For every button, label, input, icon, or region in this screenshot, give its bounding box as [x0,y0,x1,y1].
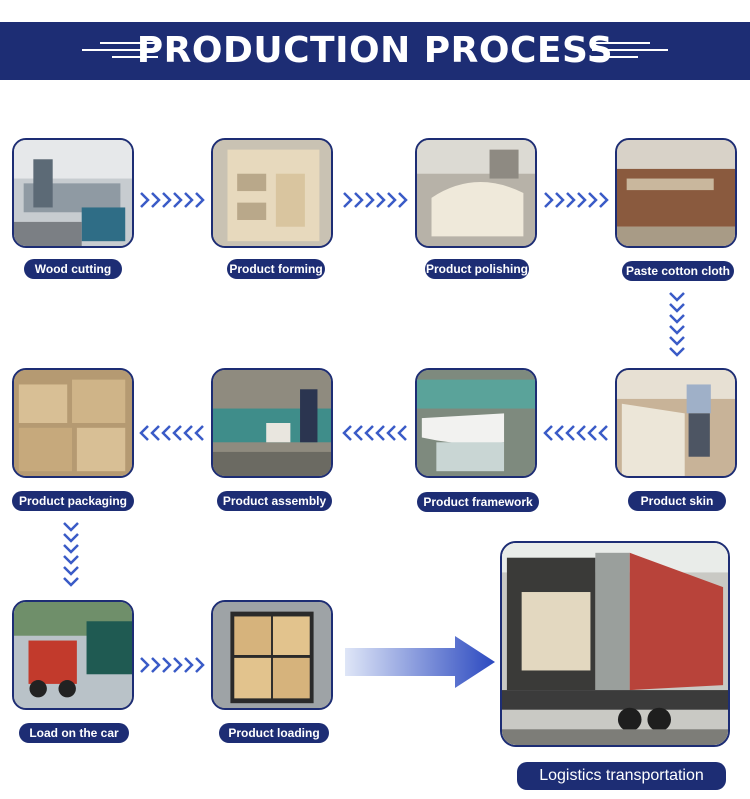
chevron-down-icon [667,291,687,359]
step-label: Load on the car [19,723,129,743]
load-on-the-car-photo [12,600,134,710]
chevron-right-icon [139,655,207,675]
product-loading-photo [211,600,333,710]
product-forming-photo [211,138,333,248]
step-label: Product assembly [217,491,332,511]
banner-line [592,49,668,51]
big-arrow-right-icon [345,636,495,688]
step-label-logistics: Logistics transportation [517,762,726,790]
chevron-down-icon [61,521,81,589]
wood-cutting-photo [12,138,134,248]
step-label: Paste cotton cloth [622,261,734,281]
step-label: Product framework [417,492,539,512]
banner-line [592,42,650,44]
step-label: Product packaging [12,491,134,511]
chevron-left-icon [139,423,207,443]
banner-line [100,42,158,44]
banner-line [82,49,158,51]
product-polishing-photo [415,138,537,248]
page-title: PRODUCTION PROCESS [136,30,614,71]
step-label: Wood cutting [24,259,122,279]
banner-line [112,56,158,58]
logistics-transportation-photo [500,541,730,747]
step-label: Product loading [219,723,329,743]
product-packaging-photo [12,368,134,478]
product-framework-photo [415,368,537,478]
paste-cotton-cloth-photo [615,138,737,248]
chevron-left-icon [342,423,410,443]
product-skin-photo [615,368,737,478]
header-banner: PRODUCTION PROCESS [0,22,750,80]
step-label: Product polishing [425,259,529,279]
chevron-left-icon [543,423,611,443]
product-assembly-photo [211,368,333,478]
banner-line [592,56,638,58]
step-label: Product forming [227,259,325,279]
step-label: Product skin [628,491,726,511]
chevron-right-icon [543,190,611,210]
chevron-right-icon [342,190,410,210]
chevron-right-icon [139,190,207,210]
